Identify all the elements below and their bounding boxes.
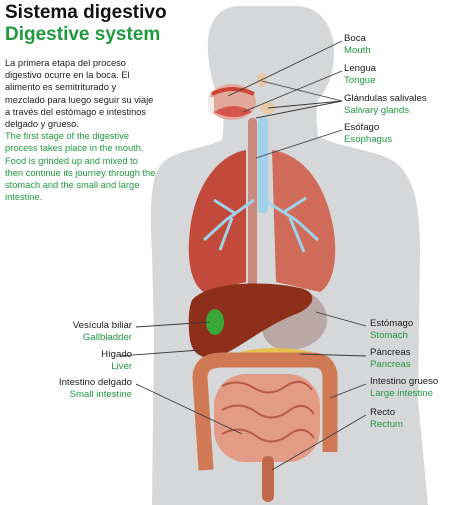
left-bronchi bbox=[263, 196, 320, 253]
label-liver-spanish: Hígado bbox=[101, 349, 132, 360]
small-intestine-loops bbox=[221, 380, 315, 443]
label-mouth-english: Mouth bbox=[344, 44, 371, 56]
leader-salivary-3 bbox=[255, 100, 343, 119]
label-rectum-english: Rectum bbox=[370, 418, 404, 430]
leader-pancreas bbox=[299, 353, 367, 357]
esophagus-shape bbox=[248, 118, 257, 298]
leader-tongue bbox=[242, 70, 343, 113]
intro-spanish: La primera etapa del proceso digestivo o… bbox=[5, 58, 154, 130]
palate bbox=[211, 87, 255, 96]
label-small-intestine-spanish: Intestino delgado bbox=[58, 377, 132, 388]
label-salivary-glands-spanish: Glándulas salivales bbox=[344, 93, 427, 104]
leader-salivary-1 bbox=[261, 80, 343, 102]
label-gallbladder: Vesícula biliar Gallbladder bbox=[73, 320, 132, 343]
leader-liver bbox=[119, 349, 201, 357]
label-esophagus: Esófago Esophagus bbox=[344, 122, 392, 145]
trachea-shape bbox=[258, 118, 268, 213]
teeth bbox=[208, 97, 214, 113]
leader-salivary-2 bbox=[267, 100, 343, 109]
leader-rectum bbox=[271, 414, 367, 471]
label-large-intestine: Intestino grueso Large intestine bbox=[370, 376, 438, 399]
label-liver: Hígado Liver bbox=[101, 349, 132, 372]
liver-shape bbox=[188, 283, 313, 358]
right-bronchi bbox=[202, 198, 255, 251]
leader-lines bbox=[119, 40, 367, 471]
leader-small-intestine bbox=[135, 383, 243, 435]
intro-text: La primera etapa del proceso digestivo o… bbox=[5, 57, 157, 203]
label-gallbladder-english: Gallbladder bbox=[82, 331, 132, 343]
leader-gallbladder bbox=[135, 321, 211, 328]
label-tongue-spanish: Lengua bbox=[344, 63, 377, 74]
title-english: Digestive system bbox=[5, 24, 161, 45]
label-gallbladder-spanish: Vesícula biliar bbox=[72, 320, 132, 331]
leader-stomach bbox=[315, 311, 367, 327]
intro-english: The first stage of the digestive process… bbox=[5, 131, 156, 203]
label-stomach: Estómago Stomach bbox=[370, 318, 413, 341]
leader-large-intestine bbox=[329, 383, 367, 399]
tongue-shape bbox=[214, 106, 252, 117]
label-tongue-english: Tongue bbox=[344, 74, 376, 86]
label-rectum-spanish: Recto bbox=[370, 407, 396, 418]
label-stomach-english: Stomach bbox=[370, 329, 408, 341]
gallbladder-shape bbox=[206, 309, 224, 335]
label-salivary-glands: Glándulas salivales Salivary glands bbox=[344, 93, 427, 116]
left-lung-shape bbox=[272, 150, 336, 292]
label-mouth-spanish: Boca bbox=[344, 33, 366, 44]
label-stomach-spanish: Estómago bbox=[370, 318, 414, 329]
label-mouth: Boca Mouth bbox=[344, 33, 371, 56]
label-tongue: Lengua Tongue bbox=[344, 63, 376, 86]
label-salivary-glands-english: Salivary glands bbox=[344, 104, 410, 116]
title-spanish: Sistema digestivo bbox=[5, 2, 167, 23]
label-large-intestine-spanish: Intestino grueso bbox=[370, 376, 439, 387]
label-liver-english: Liver bbox=[111, 360, 132, 372]
label-small-intestine: Intestino delgado Small intestine bbox=[59, 377, 132, 400]
label-small-intestine-english: Small intestine bbox=[69, 388, 132, 400]
label-rectum: Recto Rectum bbox=[370, 407, 403, 430]
label-pancreas-spanish: Páncreas bbox=[370, 347, 411, 358]
label-esophagus-english: Esophagus bbox=[344, 133, 393, 145]
label-pancreas: Páncreas Pancreas bbox=[370, 347, 411, 370]
leader-mouth bbox=[227, 40, 343, 97]
leader-esophagus bbox=[255, 129, 343, 159]
label-esophagus-spanish: Esófago bbox=[344, 122, 380, 133]
right-lung-shape bbox=[188, 150, 246, 292]
large-intestine-shape bbox=[192, 352, 338, 471]
label-pancreas-english: Pancreas bbox=[370, 358, 411, 370]
label-large-intestine-english: Large intestine bbox=[370, 387, 433, 399]
